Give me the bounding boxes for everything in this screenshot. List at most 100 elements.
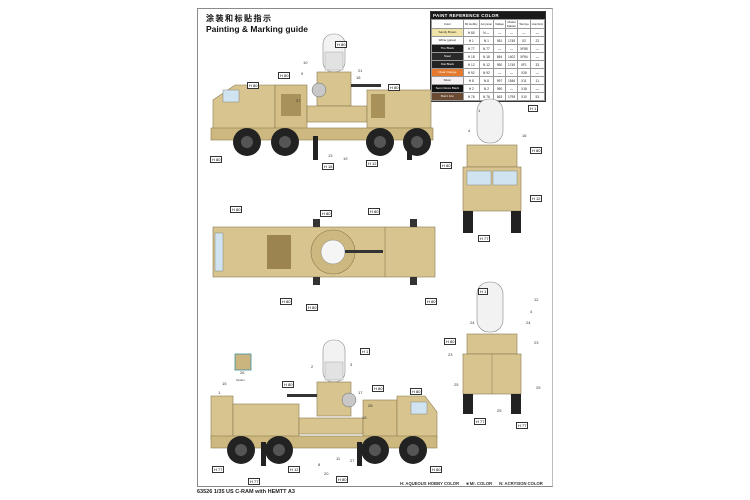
paint-callout: H 80 bbox=[440, 162, 453, 169]
paint-code: N 77 bbox=[478, 44, 495, 53]
part-number: 27 bbox=[350, 458, 355, 463]
col-acrysion: Acrysion bbox=[478, 19, 495, 29]
paint-code: N 18 bbox=[478, 52, 495, 61]
paint-color-name: Flat Black bbox=[431, 60, 464, 69]
top-view-drawing bbox=[212, 219, 436, 285]
paint-code: N 1 bbox=[478, 36, 495, 45]
paint-callout: H 80 bbox=[410, 388, 423, 395]
paint-code: 950 bbox=[493, 84, 506, 93]
paint-table-header: Color Mr.Hobby Acrysion Vallejo Model Ma… bbox=[431, 19, 546, 29]
paint-code: 11 bbox=[529, 76, 546, 85]
part-number: 8 bbox=[318, 462, 321, 467]
paint-code: H 1 bbox=[462, 36, 480, 45]
paint-code: H 8 bbox=[462, 76, 480, 85]
col-mrhobby: Mr.Hobby bbox=[462, 19, 480, 29]
col-humbrol: Humbrol bbox=[529, 19, 546, 29]
paint-color-name: Tire Black bbox=[431, 44, 464, 53]
col-tamiya: Tamiya bbox=[517, 19, 531, 29]
paint-callout: H 80 bbox=[282, 381, 295, 388]
paint-callout: H 80 bbox=[336, 476, 349, 483]
paint-table-title: PAINT REFERENCE COLOR bbox=[431, 12, 545, 19]
paint-code: H 77 bbox=[462, 44, 480, 53]
paint-callout: H 77 bbox=[212, 466, 225, 473]
paint-callout: H 80 bbox=[425, 298, 438, 305]
part-number: 10 bbox=[303, 60, 308, 65]
part-number: 9 bbox=[301, 71, 304, 76]
paint-code: H 76 bbox=[462, 92, 480, 101]
paint-code: N 2 bbox=[478, 84, 495, 93]
part-number: 16 bbox=[522, 133, 527, 138]
paint-callout: H 77 bbox=[474, 418, 487, 425]
paint-callout: H 77 bbox=[516, 422, 529, 429]
part-number: 13 bbox=[328, 153, 333, 158]
paint-code: 1546 bbox=[504, 76, 519, 85]
paint-code: H 92 bbox=[462, 68, 480, 77]
paint-callout: H 80 bbox=[335, 41, 348, 48]
paint-callout: H 80 bbox=[372, 385, 385, 392]
paint-code: — bbox=[504, 44, 519, 53]
paint-callout: H 80 bbox=[530, 147, 543, 154]
part-number: 15 bbox=[222, 381, 227, 386]
paint-code: H 12 bbox=[462, 60, 480, 69]
color-legend: H: AQUEOUS HOBBY COLOR ■ Mr. COLOR N: AC… bbox=[400, 481, 543, 486]
paint-color-name: Clear Orange bbox=[431, 68, 464, 77]
paint-callout: H 1 bbox=[360, 348, 371, 355]
paint-code: — bbox=[529, 28, 546, 37]
paint-color-name: Burnt Iron bbox=[431, 92, 464, 101]
paint-code: — bbox=[493, 68, 506, 77]
paint-code: 22 bbox=[529, 36, 546, 45]
paint-color-name: Semi Gloss Black bbox=[431, 84, 464, 93]
paint-color-name: Silver bbox=[431, 76, 464, 85]
legend-acrysion: N: ACRYSION COLOR bbox=[499, 481, 543, 486]
paint-code: X18 bbox=[517, 84, 531, 93]
paint-callout: H 80 bbox=[247, 82, 260, 89]
paint-callout: H 80 bbox=[210, 156, 223, 163]
paint-callout: H 12 bbox=[288, 466, 301, 473]
paint-code: 53 bbox=[529, 92, 546, 101]
paint-code: X2 bbox=[517, 36, 531, 45]
paint-code: — bbox=[493, 28, 506, 37]
paint-callout: H 80 bbox=[320, 210, 333, 217]
paint-color-name: Sandy Brown bbox=[431, 28, 464, 37]
part-number: 26 bbox=[240, 370, 245, 375]
paint-code: 864 bbox=[493, 52, 506, 61]
kit-footer-title: 63526 1/35 US C-RAM with HEMTT A3 bbox=[197, 489, 295, 495]
paint-code: XF1 bbox=[517, 60, 531, 69]
part-number: 2 bbox=[311, 364, 314, 369]
paint-callout: H 12 bbox=[530, 195, 543, 202]
col-vallejo: Vallejo bbox=[493, 19, 506, 29]
paint-code: 1795 bbox=[504, 92, 519, 101]
paint-callout: H 80 bbox=[280, 298, 293, 305]
paint-code: — bbox=[504, 68, 519, 77]
paint-callout: H 77 bbox=[478, 235, 491, 242]
paint-callout: H 80 bbox=[430, 466, 443, 473]
paint-callout: H 80 bbox=[444, 338, 457, 345]
part-number: 23 bbox=[448, 352, 453, 357]
part-number: 21 bbox=[358, 68, 363, 73]
paint-callout: H 1 bbox=[528, 105, 539, 112]
part-number: 19 bbox=[343, 156, 348, 161]
right-side-view-drawing bbox=[210, 339, 438, 466]
paint-code: 997 bbox=[493, 76, 506, 85]
part-number: 25 bbox=[454, 382, 459, 387]
paint-code: — bbox=[529, 68, 546, 77]
paint-callout: H 77 bbox=[248, 478, 261, 485]
paint-code: — bbox=[529, 52, 546, 61]
part-number: 24 bbox=[526, 320, 531, 325]
paint-code: H 2 bbox=[462, 84, 480, 93]
col-modelmaster: Model Master bbox=[504, 19, 519, 29]
paint-color-name: White (gloss) bbox=[431, 36, 464, 45]
paint-code: — bbox=[529, 84, 546, 93]
paint-callout: H 12 bbox=[366, 160, 379, 167]
part-number: 4 bbox=[530, 309, 533, 314]
paint-callout: H 80 bbox=[388, 84, 401, 91]
part-number: 1 bbox=[218, 390, 221, 395]
part-number: 25 bbox=[536, 385, 541, 390]
